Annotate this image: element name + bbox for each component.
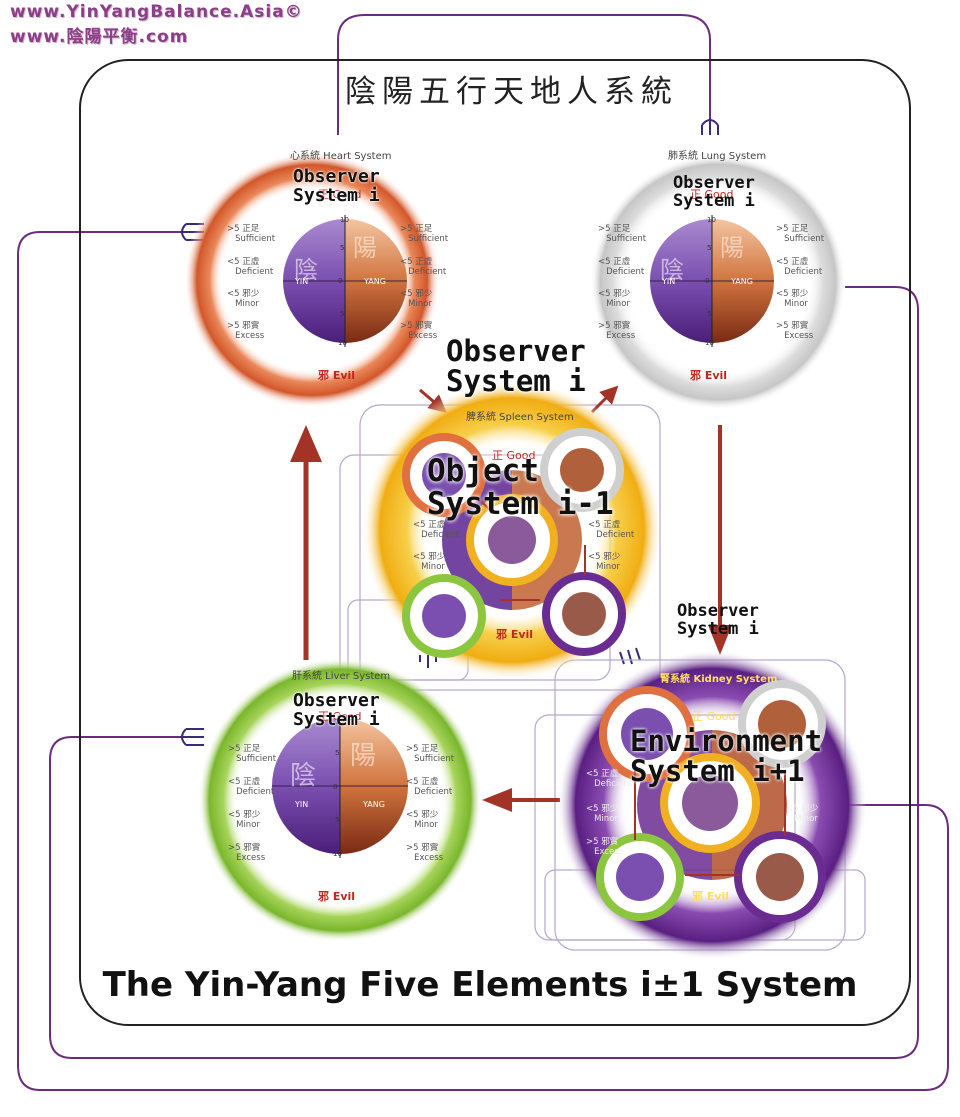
heart-left-label-1: >5 正足 Sufficient: [227, 224, 276, 244]
center-observer-label: Observer System i: [446, 334, 586, 399]
svg-text:10: 10: [340, 216, 349, 224]
liver-yin-label: YIN: [295, 800, 309, 809]
watermark-url-2: www.陰陽平衡.com: [10, 27, 189, 47]
lung-left-label-1: >5 正足 Sufficient: [598, 224, 647, 244]
lung-good-label: 正 Good: [690, 188, 734, 201]
kidney-evil-label: 邪 Evil: [692, 890, 730, 903]
kidney-good-label: 正 Good: [692, 710, 736, 723]
svg-text:10: 10: [707, 216, 716, 224]
heart-left-label-2: <5 正虛 Deficient: [227, 257, 274, 277]
liver-system-label: 肝系統 Liver System: [292, 671, 391, 682]
svg-text:10: 10: [333, 850, 342, 858]
liver-left-label-2: <5 正虛 Deficient: [228, 777, 275, 797]
spleen-right-label-2: <5 正虛 Deficient: [588, 520, 635, 540]
liver-yin-char: 陰: [290, 761, 317, 791]
liver-yang-label: YANG: [363, 800, 385, 809]
lung-system-label: 肺系統 Lung System: [668, 151, 767, 162]
svg-text:10: 10: [335, 718, 344, 726]
chinese-title: 陰陽五行天地人系統: [345, 74, 678, 110]
connector-lines: [17, 14, 949, 1091]
lung-yang-label: YANG: [731, 277, 753, 286]
lung-yin-char: 陰: [660, 256, 684, 284]
liver-right-label-2: <5 正虛 Deficient: [406, 777, 453, 797]
svg-text:0: 0: [705, 277, 709, 285]
svg-text:10: 10: [705, 339, 714, 347]
spleen-good-label: 正 Good: [492, 449, 536, 462]
liver-right-label-4: >5 邪實 Excess: [406, 843, 444, 863]
lung-yin-label: YIN: [662, 277, 676, 286]
environment-system-label: Environment System i+1: [630, 724, 823, 789]
lung-right-label-3: <5 邪少 Minor: [776, 289, 809, 309]
lung-right-label-4: >5 邪實 Excess: [776, 321, 814, 341]
kidney-mini-rings: [596, 680, 826, 923]
svg-text:5: 5: [707, 310, 711, 318]
kidney-system-label: 腎系統 Kidney System: [660, 674, 778, 685]
svg-text:0: 0: [338, 277, 342, 285]
liver-left-label-3: <5 邪少 Minor: [228, 810, 261, 830]
heart-good-label: 正 Good: [318, 188, 362, 201]
heart-left-label-4: >5 邪實 Excess: [227, 321, 265, 341]
lung-right-label-2: <5 正虛 Deficient: [776, 257, 823, 277]
lung-system: [590, 154, 846, 410]
svg-text:5: 5: [335, 816, 339, 824]
heart-yin-char: 陰: [294, 256, 318, 284]
heart-yang-char: 陽: [353, 234, 377, 262]
liver-good-label: 正 Good: [318, 710, 362, 723]
heart-yang-label: YANG: [364, 277, 386, 286]
liver-left-label-1: >5 正足 Sufficient: [228, 744, 277, 764]
dial-ticks: 10 5 0 5 10 10 5 0 5 10 10 5 0 5 10: [333, 216, 716, 858]
lung-observer-label: Observer System i: [673, 173, 755, 211]
kidney-observer-label: Observer System i: [677, 601, 759, 639]
watermark-url-1: www.YinYangBalance.Asia©: [10, 2, 303, 22]
kidney-left-label-4: >5 邪實 Excess: [586, 837, 624, 857]
liver-system: [198, 658, 482, 942]
lung-evil-label: 邪 Evil: [690, 369, 728, 382]
heart-yin-label: YIN: [295, 277, 309, 286]
kidney-right-label-3: <5 邪少 Minor: [786, 804, 819, 824]
spleen-mini-rings: [402, 428, 626, 658]
liver-evil-label: 邪 Evil: [318, 890, 356, 903]
lung-left-label-2: <5 正虛 Deficient: [598, 257, 645, 277]
kidney-left-label-3: <5 邪少 Minor: [586, 804, 619, 824]
heart-right-label-4: >5 邪實 Excess: [400, 321, 438, 341]
liver-right-label-1: >5 正足 Sufficient: [406, 744, 455, 764]
spleen-right-label-3: <5 邪少 Minor: [588, 552, 621, 572]
svg-text:5: 5: [335, 749, 339, 757]
heart-right-label-2: <5 正虛 Deficient: [400, 257, 447, 277]
lung-right-label-1: >5 正足 Sufficient: [776, 224, 825, 244]
lung-left-label-3: <5 邪少 Minor: [598, 289, 631, 309]
heart-system: [184, 152, 440, 408]
heart-system-label: 心系統 Heart System: [290, 151, 392, 162]
svg-text:5: 5: [340, 310, 344, 318]
liver-right-label-3: <5 邪少 Minor: [406, 810, 439, 830]
spleen-left-label-2: <5 正虛 Deficient: [413, 520, 460, 540]
svg-text:5: 5: [707, 244, 711, 252]
heart-right-label-1: >5 正足 Sufficient: [400, 224, 449, 244]
heart-left-label-3: <5 邪少 Minor: [227, 289, 260, 309]
footer-title: The Yin-Yang Five Elements i±1 System: [102, 965, 858, 1005]
lung-yang-char: 陽: [720, 234, 744, 262]
object-system-label: Object System i-1: [427, 453, 614, 522]
heart-right-label-3: <5 邪少 Minor: [400, 289, 433, 309]
flow-arrows: [290, 385, 732, 812]
kidney-left-label-2: <5 正虛 Deficient: [586, 769, 633, 789]
spleen-evil-label: 邪 Evil: [496, 628, 534, 641]
spleen-system-label: 脾系統 Spleen System: [466, 412, 574, 423]
svg-text:0: 0: [333, 783, 337, 791]
heart-observer-label: Observer System i: [293, 166, 380, 206]
svg-text:10: 10: [338, 339, 347, 347]
spleen-left-label-3: <5 邪少 Minor: [413, 552, 446, 572]
main-frame: [79, 59, 911, 1026]
lung-left-label-4: >5 邪實 Excess: [598, 321, 636, 341]
svg-text:5: 5: [340, 244, 344, 252]
liver-yang-char: 陽: [350, 741, 377, 771]
heart-evil-label: 邪 Evil: [318, 369, 356, 382]
liver-observer-label: Observer System i: [293, 690, 380, 730]
liver-left-label-4: >5 邪實 Excess: [228, 843, 266, 863]
